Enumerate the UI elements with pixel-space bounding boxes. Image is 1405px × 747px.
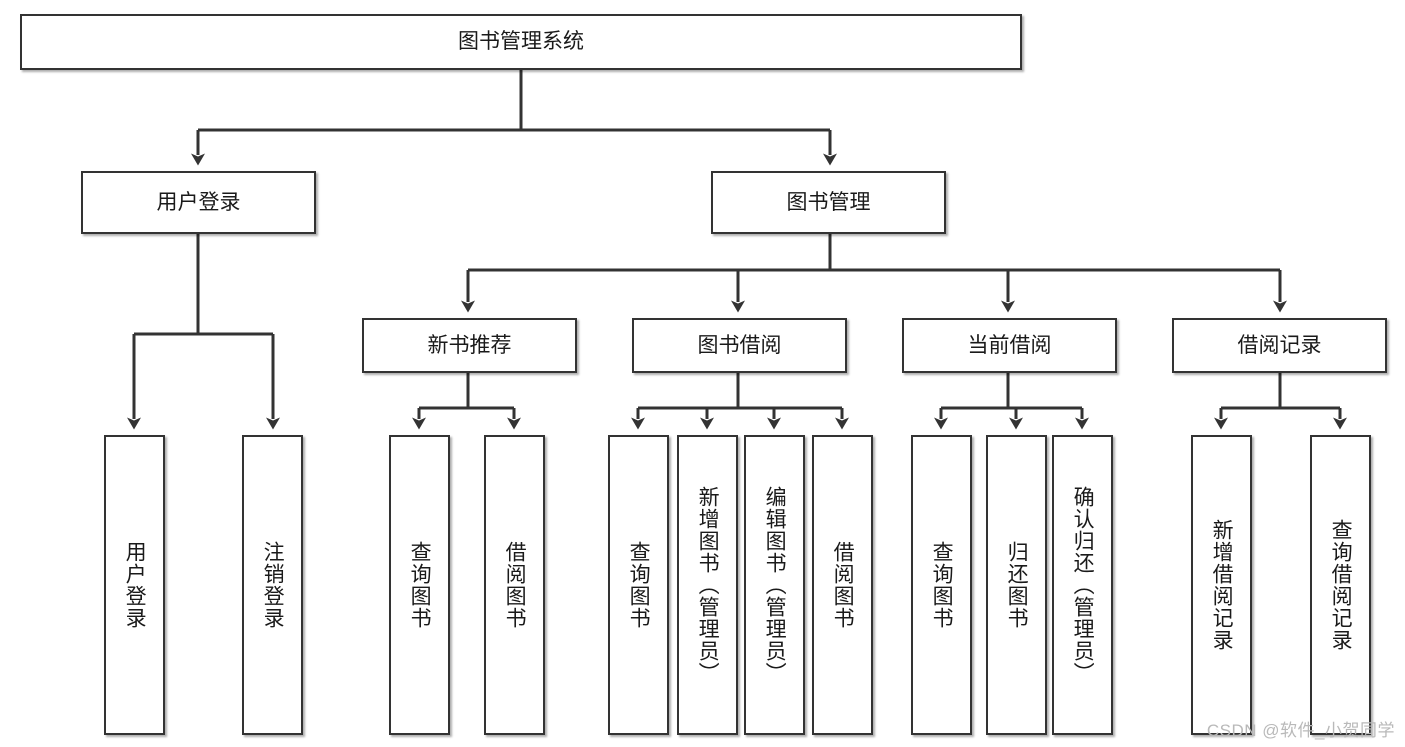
node-new-book-recommend-label: 新书推荐 xyxy=(427,333,512,357)
leaf-borrow-book-bor-label: 借阅图书 xyxy=(831,541,855,629)
leaf-return-book[interactable]: 归还图书 xyxy=(986,435,1047,735)
leaf-logout[interactable]: 注销登录 xyxy=(242,435,303,735)
leaf-edit-book-label: 编辑图书（管理员） xyxy=(763,486,787,684)
edges-book-borrow-to-leaves xyxy=(631,373,849,430)
leaf-edit-book[interactable]: 编辑图书（管理员） xyxy=(744,435,805,735)
node-book-borrow[interactable]: 图书借阅 xyxy=(632,318,847,373)
leaf-user-login[interactable]: 用户登录 xyxy=(104,435,165,735)
leaf-query-book-cur-label: 查询图书 xyxy=(930,541,954,629)
node-borrow-record-label: 借阅记录 xyxy=(1237,333,1322,357)
edges-root-to-level2 xyxy=(191,70,837,166)
leaf-add-book[interactable]: 新增图书（管理员） xyxy=(677,435,738,735)
leaf-query-book-bor[interactable]: 查询图书 xyxy=(608,435,669,735)
node-root-label: 图书管理系统 xyxy=(458,30,584,54)
leaf-user-login-label: 用户登录 xyxy=(123,541,147,629)
leaf-query-book-rec[interactable]: 查询图书 xyxy=(389,435,450,735)
leaf-query-book-cur[interactable]: 查询图书 xyxy=(911,435,972,735)
leaf-borrow-book-bor[interactable]: 借阅图书 xyxy=(812,435,873,735)
node-book-borrow-label: 图书借阅 xyxy=(697,333,782,357)
leaf-add-book-label: 新增图书（管理员） xyxy=(696,486,720,684)
edges-new-book-recommend-to-leaves xyxy=(412,373,521,430)
node-book-manage[interactable]: 图书管理 xyxy=(711,171,946,234)
node-book-manage-label: 图书管理 xyxy=(786,190,871,214)
leaf-borrow-book-rec-label: 借阅图书 xyxy=(503,541,527,629)
leaf-query-record-label: 查询借阅记录 xyxy=(1329,519,1353,651)
node-new-book-recommend[interactable]: 新书推荐 xyxy=(362,318,577,373)
leaf-add-record-label: 新增借阅记录 xyxy=(1210,519,1234,651)
node-current-borrow-label: 当前借阅 xyxy=(967,333,1052,357)
leaf-query-book-rec-label: 查询图书 xyxy=(408,541,432,629)
edges-current-borrow-to-leaves xyxy=(934,373,1089,430)
leaf-confirm-return[interactable]: 确认归还（管理员） xyxy=(1052,435,1113,735)
node-borrow-record[interactable]: 借阅记录 xyxy=(1172,318,1387,373)
leaf-query-record[interactable]: 查询借阅记录 xyxy=(1310,435,1371,735)
watermark-text: CSDN @软件_小贺同学 xyxy=(1206,721,1395,740)
node-root[interactable]: 图书管理系统 xyxy=(20,14,1022,70)
node-user-login[interactable]: 用户登录 xyxy=(81,171,316,234)
leaf-add-record[interactable]: 新增借阅记录 xyxy=(1191,435,1252,735)
leaf-logout-label: 注销登录 xyxy=(261,541,285,629)
edges-borrow-record-to-leaves xyxy=(1214,373,1347,430)
leaf-query-book-bor-label: 查询图书 xyxy=(627,541,651,629)
leaf-confirm-return-label: 确认归还（管理员） xyxy=(1071,486,1095,684)
edges-user-login-to-leaves xyxy=(127,234,280,430)
node-current-borrow[interactable]: 当前借阅 xyxy=(902,318,1117,373)
edges-book-manage-to-level3 xyxy=(461,234,1287,313)
leaf-borrow-book-rec[interactable]: 借阅图书 xyxy=(484,435,545,735)
node-user-login-label: 用户登录 xyxy=(156,190,241,214)
leaf-return-book-label: 归还图书 xyxy=(1005,541,1029,629)
